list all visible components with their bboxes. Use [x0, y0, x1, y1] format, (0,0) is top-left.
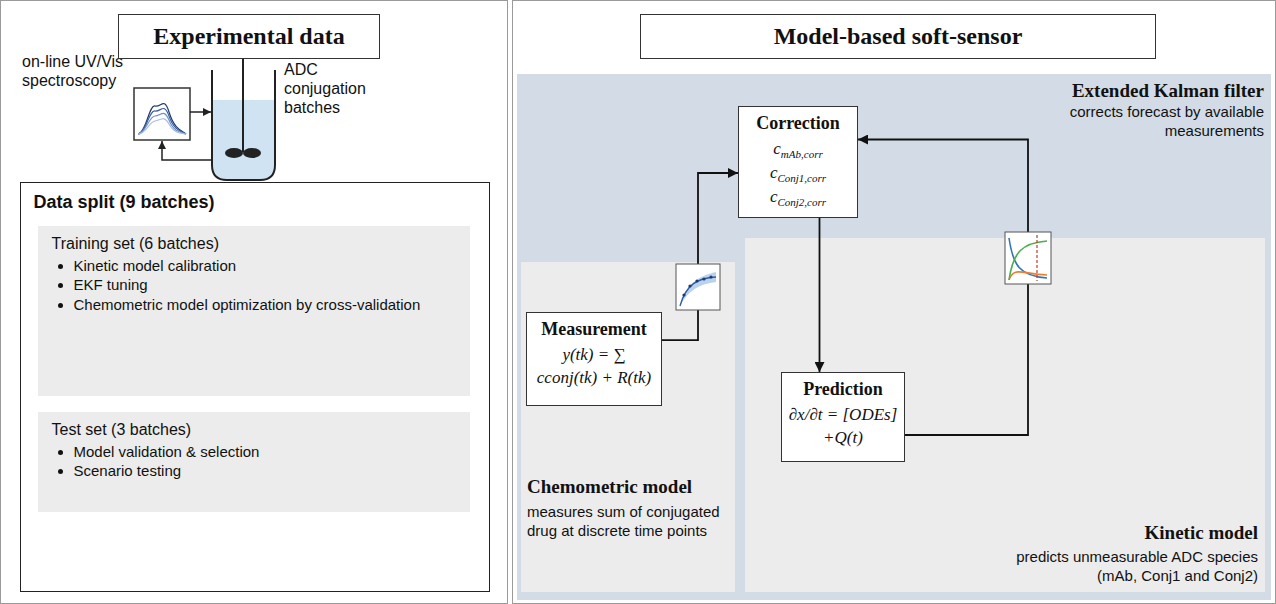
- annotation-label: ADC conjugation batches: [284, 60, 394, 118]
- subscript: Conj1,corr: [777, 173, 826, 185]
- filter-region: Extended Kalman filtercorrects forecast …: [517, 74, 1271, 600]
- sub-panel: Kinetic model predicts unmeasurable ADC s…: [745, 238, 1265, 592]
- symbol: c: [773, 139, 781, 158]
- group-title: Data split (9 batches): [34, 192, 454, 213]
- process-box: CorrectioncmAb,corrcConj1,corrcConj2,cor…: [738, 106, 858, 218]
- box-title: Correction: [745, 113, 851, 134]
- panel-note: predicts unmeasurable ADC species (mAb, …: [990, 548, 1258, 586]
- text-holder: measures sum of conjugated drug at discr…: [527, 503, 732, 541]
- panel-heading: Chemometric model: [527, 476, 732, 498]
- region-note: corrects forecast by available measureme…: [1040, 103, 1264, 141]
- list-item: Kinetic model calibration: [74, 256, 456, 276]
- text-holder: predicts unmeasurable ADC species (mAb, …: [990, 548, 1258, 586]
- process-box: Measurement y(tk) = ∑ cconj(tk) + R(tk): [526, 312, 662, 406]
- text-holder: Extended Kalman filter: [1040, 80, 1264, 102]
- group-box: Data split (9 batches) Training set (6 ba…: [20, 182, 490, 592]
- panel: Model-based soft-sensorExtended Kalman f…: [512, 0, 1276, 604]
- state-variable: cConj2,corr: [745, 186, 851, 210]
- text-holder: Experimental data: [118, 14, 380, 59]
- box-title: Prediction: [788, 379, 898, 400]
- list-title: Test set (3 batches): [52, 421, 456, 439]
- equation: y(tk) = ∑ cconj(tk) + R(tk): [533, 344, 655, 390]
- panel-title: Experimental data: [118, 14, 380, 59]
- subscript: Conj2,corr: [777, 197, 826, 209]
- panel-heading: Kinetic model: [1000, 522, 1258, 544]
- state-variable: cmAb,corr: [745, 138, 851, 162]
- text-holder: Kinetic model: [1000, 522, 1258, 544]
- list-box: Test set (3 batches) Model validation & s…: [38, 412, 470, 512]
- region-title: Extended Kalman filter: [1040, 80, 1264, 102]
- text-holder: Model-based soft-sensor: [640, 14, 1156, 59]
- symbol: c: [770, 187, 778, 206]
- panel-note: measures sum of conjugated drug at discr…: [527, 503, 732, 541]
- subscript: mAb,corr: [781, 148, 823, 160]
- sub-panel: Chemometric model measures sum of conjuga…: [521, 262, 735, 592]
- list-item: Scenario testing: [74, 461, 456, 481]
- text-holder: Chemometric model: [527, 476, 732, 498]
- equation: ∂x/∂t = [ODEs] +Q(t): [788, 404, 898, 450]
- text-holder: Data split (9 batches): [34, 192, 454, 213]
- box-title: Measurement: [533, 319, 655, 340]
- state-variable: cConj1,corr: [745, 162, 851, 186]
- list-title: Training set (6 batches): [52, 235, 456, 253]
- panel-title: Model-based soft-sensor: [640, 14, 1156, 59]
- list-item: EKF tuning: [74, 275, 456, 295]
- process-box: Prediction ∂x/∂t = [ODEs] +Q(t): [781, 372, 905, 462]
- list-item: Chemometric model optimization by cross-…: [74, 295, 456, 315]
- text-holder: corrects forecast by available measureme…: [1040, 103, 1264, 141]
- list-item: Model validation & selection: [74, 442, 456, 462]
- list-box: Training set (6 batches) Kinetic model ca…: [38, 226, 470, 396]
- symbol: c: [770, 163, 778, 182]
- panel: Experimental dataData split (9 batches) T…: [0, 0, 508, 604]
- label-holder: ADC conjugation batches: [284, 60, 394, 118]
